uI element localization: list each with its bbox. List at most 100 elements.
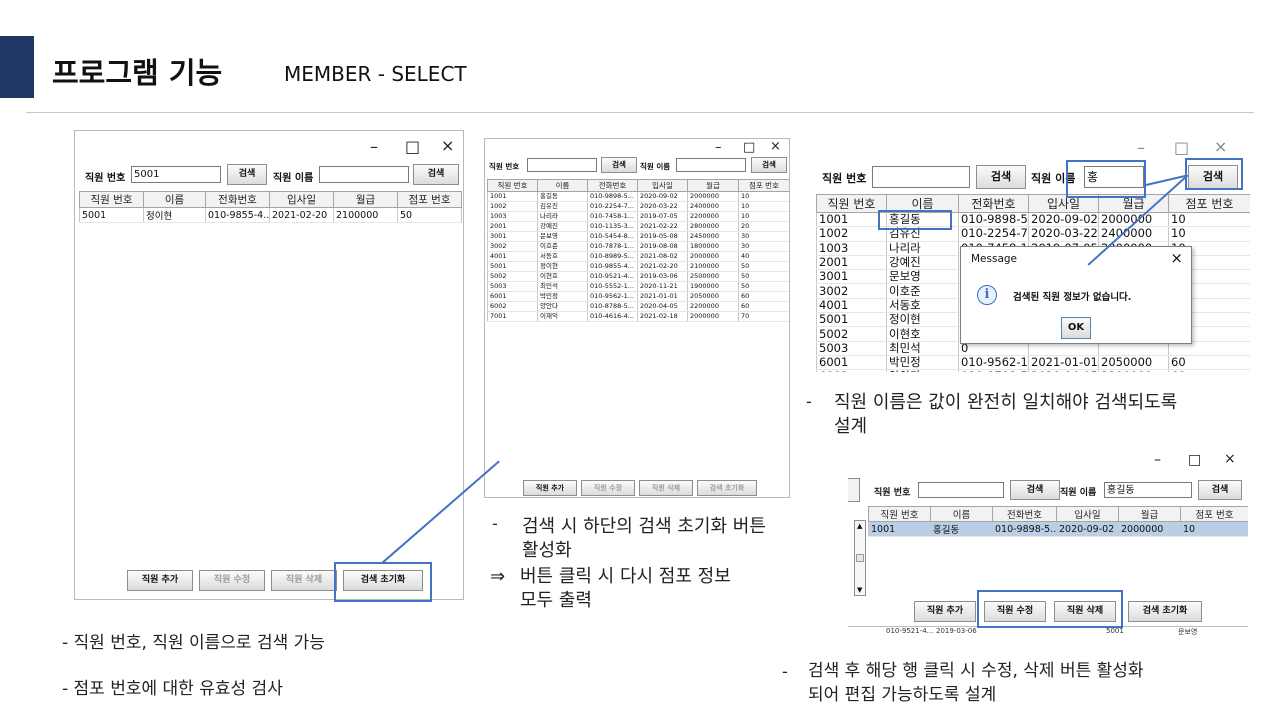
col-header-hire-date[interactable]: 입사일 (1056, 506, 1119, 522)
col-header-phone[interactable]: 전화번호 (992, 506, 1057, 522)
col-header-emp-no[interactable]: 직원 번호 (487, 179, 538, 192)
minimize-icon[interactable]: – (1154, 452, 1161, 468)
emp-name-search-button[interactable]: 검색 (1198, 480, 1242, 500)
table-row[interactable]: 5001 정이현 010-9855-4... 2021-02-20 210000… (79, 207, 462, 223)
emp-name-search-button[interactable]: 검색 (413, 164, 459, 185)
close-icon[interactable]: × (441, 136, 455, 155)
col-header-hire-date[interactable]: 입사일 (269, 191, 334, 208)
emp-name-input[interactable] (319, 166, 409, 183)
col-header-phone[interactable]: 전화번호 (205, 191, 270, 208)
maximize-icon[interactable]: □ (1174, 138, 1190, 157)
emp-no-input[interactable]: 5001 (131, 166, 221, 183)
add-member-button[interactable]: 직원 추가 (127, 570, 193, 591)
maximize-icon[interactable]: □ (1188, 452, 1202, 468)
emp-no-search-button[interactable]: 검색 (227, 164, 267, 185)
cell: 10 (738, 191, 789, 202)
minimize-icon[interactable]: – (715, 140, 722, 155)
minimize-icon[interactable]: – (370, 137, 378, 156)
col-header-salary[interactable]: 월급 (1118, 506, 1181, 522)
scroll-thumb[interactable] (856, 554, 864, 562)
emp-no-input[interactable] (918, 482, 1004, 498)
col-header-phone[interactable]: 전화번호 (958, 194, 1029, 213)
col-header-salary[interactable]: 월급 (333, 191, 398, 208)
cell: 강예진 (886, 255, 959, 271)
col-header-store-no[interactable]: 점포 번호 (738, 179, 789, 192)
emp-no-search-button[interactable]: 검색 (601, 157, 637, 173)
slide-subtitle: MEMBER - SELECT (284, 62, 467, 86)
col-header-store-no[interactable]: 점포 번호 (1180, 506, 1248, 522)
emp-no-label: 직원 번호 (822, 172, 867, 185)
col-header-salary[interactable]: 월급 (687, 179, 739, 192)
delete-member-button[interactable]: 직원 삭제 (271, 570, 337, 591)
col-header-name[interactable]: 이름 (537, 179, 588, 192)
reset-search-button[interactable]: 검색 초기화 (697, 480, 757, 496)
emp-no-input[interactable] (527, 158, 597, 172)
col-header-hire-date[interactable]: 입사일 (1028, 194, 1099, 213)
cell: 5002 (487, 271, 538, 282)
dialog-ok-button[interactable]: OK (1061, 317, 1091, 339)
reset-search-button[interactable]: 검색 초기화 (1128, 601, 1202, 622)
cell: 2000000 (1118, 521, 1181, 537)
table-row-selected[interactable]: 1001 홍길동 010-9898-5... 2020-09-02 200000… (868, 521, 1248, 537)
scrollbar[interactable]: ▲ ▼ (854, 520, 866, 596)
cell: 최민석 (537, 281, 588, 292)
add-member-button[interactable]: 직원 추가 (914, 601, 976, 622)
cell: 2021-01-01 (637, 291, 688, 302)
maximize-icon[interactable]: □ (405, 137, 421, 156)
add-member-button[interactable]: 직원 추가 (523, 480, 577, 496)
info-icon: i (977, 285, 997, 305)
col-header-store-no[interactable]: 점포 번호 (1168, 194, 1250, 213)
close-icon[interactable]: × (1224, 451, 1236, 467)
emp-name-search-button[interactable]: 검색 (1188, 165, 1238, 189)
edit-member-button[interactable]: 직원 수정 (984, 601, 1046, 622)
cell: 010-2254-7... (587, 201, 638, 212)
emp-name-input[interactable]: 홍길동 (1104, 482, 1192, 498)
col-header-emp-no[interactable]: 직원 번호 (79, 191, 144, 208)
delete-member-button[interactable]: 직원 삭제 (639, 480, 693, 496)
scroll-up-icon[interactable]: ▲ (857, 522, 863, 530)
close-icon[interactable]: × (1214, 137, 1228, 156)
col-header-store-no[interactable]: 점포 번호 (397, 191, 462, 208)
dialog-close-icon[interactable]: × (1170, 249, 1183, 267)
reset-search-button[interactable]: 검색 초기화 (343, 570, 423, 591)
maximize-icon[interactable]: □ (743, 140, 756, 155)
emp-no-search-button[interactable]: 검색 (1010, 480, 1060, 500)
col-header-emp-no[interactable]: 직원 번호 (816, 194, 887, 213)
col-header-name[interactable]: 이름 (930, 506, 993, 522)
edit-member-button[interactable]: 직원 수정 (199, 570, 265, 591)
col-header-phone[interactable]: 전화번호 (587, 179, 638, 192)
emp-no-search-button[interactable]: 검색 (976, 165, 1026, 189)
col-header-name[interactable]: 이름 (886, 194, 959, 213)
emp-name-input[interactable]: 홍 (1084, 166, 1144, 188)
col-header-name[interactable]: 이름 (143, 191, 206, 208)
minimize-icon[interactable]: – (1137, 138, 1145, 157)
cell: 김유진 (537, 201, 588, 212)
edit-member-button[interactable]: 직원 수정 (581, 480, 635, 496)
scroll-down-icon[interactable]: ▼ (857, 586, 863, 594)
col-header-emp-no[interactable]: 직원 번호 (868, 506, 931, 522)
close-icon[interactable]: × (770, 139, 781, 154)
col-header-hire-date[interactable]: 입사일 (637, 179, 688, 192)
emp-no-input[interactable] (872, 166, 970, 188)
emp-name-input[interactable] (676, 158, 746, 172)
delete-member-button[interactable]: 직원 삭제 (1054, 601, 1116, 622)
emp-name-search-button[interactable]: 검색 (751, 157, 787, 173)
